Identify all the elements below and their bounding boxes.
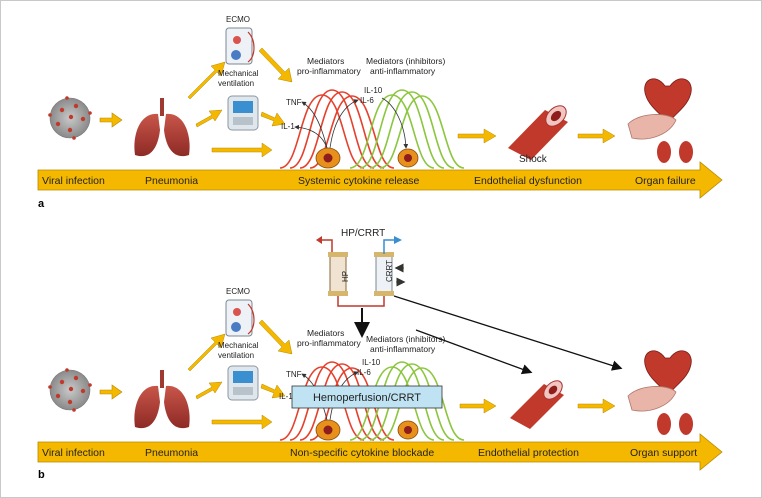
- liver-icon: [627, 114, 677, 140]
- ecmo-device-icon: [225, 27, 255, 65]
- arrow-icon: [211, 414, 273, 430]
- anti-inflammatory-curves: [349, 361, 465, 441]
- mediators-pro-label-b: Mediators: [307, 328, 344, 338]
- arrow-icon: [187, 333, 226, 372]
- tnf-label-b: TNF: [286, 370, 302, 379]
- blood-vessel-icon: [510, 380, 564, 429]
- arrow-icon: [99, 384, 123, 400]
- crrt-filter-icon: [374, 236, 406, 296]
- arrow-icon: [195, 381, 223, 400]
- mech-vent-label-a: Mechanical: [218, 69, 259, 78]
- immune-cell-icon: [397, 148, 419, 168]
- hp-cartridge-icon: [316, 236, 385, 307]
- il6-label-b: IL-6: [357, 368, 371, 377]
- stage-viral-infection-a: Viral infection: [42, 175, 105, 187]
- mediators-anti-label-a-2: anti-inflammatory: [370, 66, 436, 76]
- stage-endothelial-b: Endothelial protection: [478, 447, 579, 459]
- mediators-pro-label-a: Mediators: [307, 56, 344, 66]
- arrow-icon: [577, 398, 616, 414]
- ventilator-icon: [227, 365, 259, 401]
- arrow-icon: [415, 329, 533, 375]
- immune-cell-icon: [315, 419, 341, 441]
- stage-cytokine-blockade-b: Non-specific cytokine blockade: [290, 447, 434, 459]
- immune-cell-icon: [315, 147, 341, 169]
- tnf-label-a: TNF: [286, 98, 302, 107]
- ecmo-device-icon: [225, 299, 255, 337]
- arrow-icon: [99, 112, 123, 128]
- ecmo-label-a: ECMO: [226, 15, 250, 24]
- mediators-anti-label-b-2: anti-inflammatory: [370, 344, 436, 354]
- virus-icon: [48, 368, 92, 412]
- timeline-bar-b: [37, 433, 723, 471]
- il10-label-b: IL-10: [362, 358, 381, 367]
- mech-vent-label-b: Mechanical: [218, 341, 259, 350]
- mediators-anti-label-b: Mediators (inhibitors): [366, 334, 446, 344]
- shock-label: Shock: [519, 154, 548, 165]
- crrt-label: CRRT: [385, 260, 394, 282]
- il1-label-b: IL-1: [279, 392, 293, 401]
- panel-b: Viral infection Pneumonia Non-specific c…: [37, 228, 723, 481]
- arrow-icon: [258, 319, 293, 355]
- stage-cytokine-release-a: Systemic cytokine release: [298, 175, 420, 187]
- arrow-icon: [457, 128, 497, 144]
- anti-inflammatory-curves: [349, 89, 465, 169]
- panel-a: Viral infection Pneumonia Systemic cytok…: [37, 15, 723, 210]
- arrow-icon: [459, 398, 497, 414]
- il10-label-a: IL-10: [364, 86, 383, 95]
- panel-letter-b: b: [38, 469, 45, 481]
- stage-organ-a: Organ failure: [635, 175, 696, 187]
- stage-pneumonia-b: Pneumonia: [145, 447, 198, 459]
- virus-icon: [48, 96, 92, 140]
- ecmo-label-b: ECMO: [226, 287, 250, 296]
- hp-label: HP: [341, 271, 350, 282]
- timeline-bar-a: [37, 161, 723, 199]
- mediators-pro-label-b-2: pro-inflammatory: [297, 338, 362, 348]
- hemoperfusion-label: Hemoperfusion/CRRT: [313, 392, 421, 404]
- liver-icon: [627, 386, 677, 412]
- hp-crrt-title: HP/CRRT: [341, 228, 385, 239]
- arrow-icon: [393, 295, 623, 371]
- arrow-icon: [258, 47, 293, 83]
- blood-vessel-icon: [508, 105, 568, 160]
- kidneys-icon: [657, 413, 693, 435]
- hemoperfusion-box: [291, 385, 443, 409]
- stage-endothelial-a: Endothelial dysfunction: [474, 175, 582, 187]
- mediators-anti-label-a: Mediators (inhibitors): [366, 56, 446, 66]
- arrow-icon: [187, 61, 226, 100]
- stage-pneumonia-a: Pneumonia: [145, 175, 198, 187]
- lungs-icon: [134, 98, 190, 157]
- kidneys-icon: [657, 141, 693, 163]
- il6-label-a: IL-6: [360, 96, 374, 105]
- mech-vent-label-a-2: ventilation: [218, 79, 254, 88]
- arrow-icon: [195, 109, 223, 128]
- arrow-icon: [260, 111, 286, 127]
- panel-letter-a: a: [38, 198, 45, 210]
- il1-label-a: IL-1: [281, 122, 295, 131]
- mediators-pro-label-a-2: pro-inflammatory: [297, 66, 362, 76]
- arrow-icon: [211, 142, 273, 158]
- stage-viral-infection-b: Viral infection: [42, 447, 105, 459]
- ventilator-icon: [227, 95, 259, 131]
- lungs-icon: [134, 370, 190, 429]
- arrow-icon: [577, 128, 616, 144]
- immune-cell-icon: [397, 420, 419, 440]
- arrow-icon: [260, 383, 286, 399]
- stage-organ-b: Organ support: [630, 447, 697, 459]
- mech-vent-label-b-2: ventilation: [218, 351, 254, 360]
